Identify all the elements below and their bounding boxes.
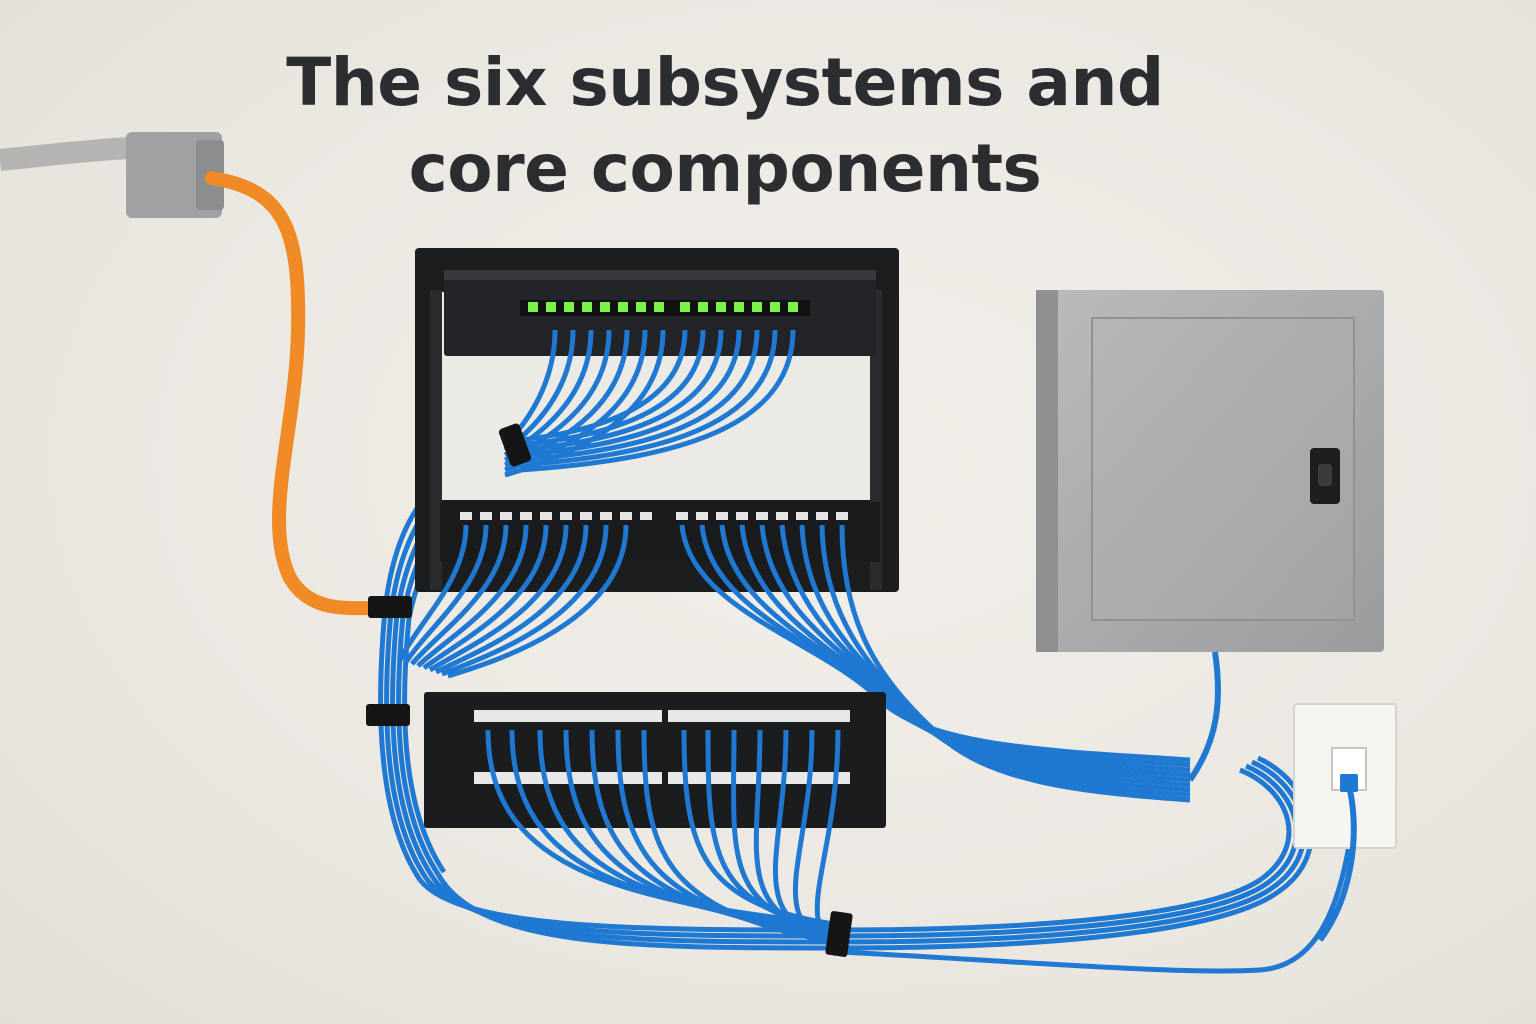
velcro-strap [368,596,412,618]
distribution-enclosure-icon [1036,290,1384,652]
title-line-2: core components [408,130,1042,207]
velcro-strap [825,911,853,957]
velcro-strap [498,423,532,467]
enclosure-feed-cable [1187,651,1221,782]
switch-patch-cables [503,329,796,478]
rack-panel-cables-left [397,524,629,679]
cable-entry-box-icon [0,132,224,218]
velcro-strap [366,704,410,726]
patch-panel-icon [424,692,886,828]
outlet-cable [1317,789,1357,942]
orange-fiber-cable [205,171,385,616]
network-switch-icon [444,270,876,356]
wall-outlet-icon [1293,703,1397,849]
page-title: The six subsystems and core components [180,40,1270,212]
title-line-1: The six subsystems and [286,44,1164,121]
